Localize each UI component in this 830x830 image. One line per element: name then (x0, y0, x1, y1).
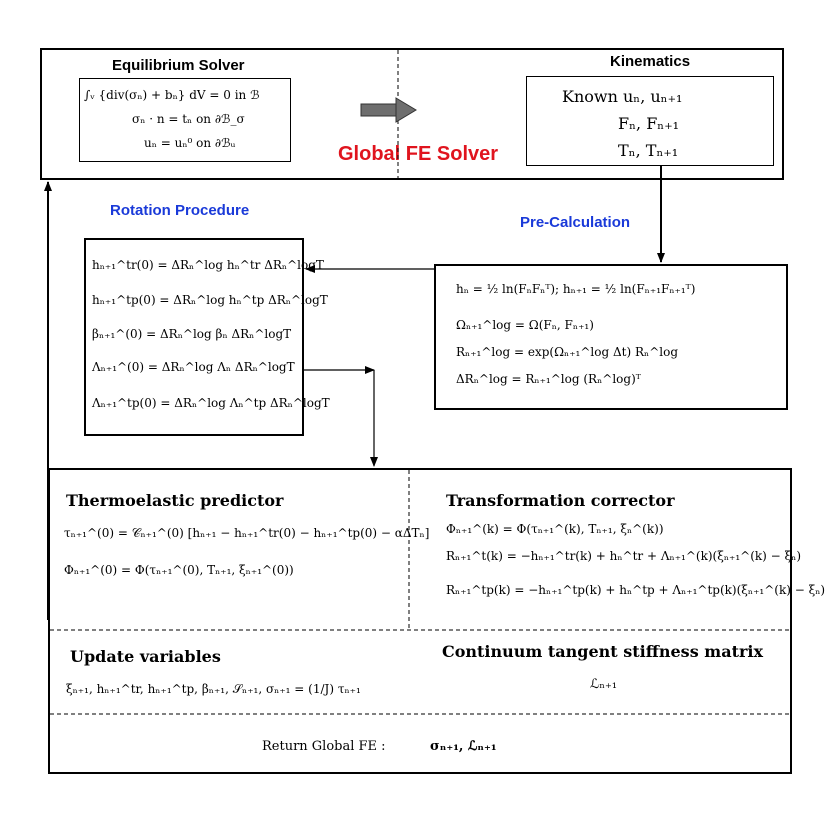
precalc-eq-3: Rₙ₊₁^log = exp(Ωₙ₊₁^log Δt) Rₙ^log (456, 345, 678, 359)
rotation-eq-4: Λₙ₊₁^(0) = ΔRₙ^log Λₙ ΔRₙ^logT (92, 360, 295, 374)
update-variables-eq: ξₙ₊₁, hₙ₊₁^tr, hₙ₊₁^tp, βₙ₊₁, 𝒮ₙ₊₁, σₙ₊₁… (66, 682, 361, 696)
thermoelastic-predictor-title: Thermoelastic predictor (66, 491, 284, 510)
equilibrium-title: Equilibrium Solver (112, 57, 245, 74)
rotation-eq-2: hₙ₊₁^tp(0) = ΔRₙ^log hₙ^tp ΔRₙ^logT (92, 293, 328, 307)
predictor-eq-2: Φₙ₊₁^(0) = Φ(τₙ₊₁^(0), Tₙ₊₁, ξₙ₊₁^(0)) (64, 563, 294, 577)
corrector-eq-2: Rₙ₊₁^t(k) = −hₙ₊₁^tr(k) + hₙ^tr + Λₙ₊₁^(… (446, 549, 802, 563)
kinematics-line-2: Fₙ, Fₙ₊₁ (618, 114, 680, 133)
rotation-procedure-box (84, 238, 304, 436)
pre-calculation-box (434, 264, 788, 410)
pre-calculation-label: Pre-Calculation (520, 214, 631, 231)
precalc-eq-1: hₙ = ½ ln(FₙFₙᵀ); hₙ₊₁ = ½ ln(Fₙ₊₁Fₙ₊₁ᵀ) (456, 282, 696, 296)
tangent-stiffness-eq: ℒₙ₊₁ (590, 677, 618, 692)
return-global-fe-label: Return Global FE : (262, 739, 386, 754)
rotation-eq-5: Λₙ₊₁^tp(0) = ΔRₙ^log Λₙ^tp ΔRₙ^logT (92, 396, 330, 410)
equilibrium-eq-3: uₙ = uₙ⁰ on ∂ℬᵤ (144, 136, 236, 150)
rotation-eq-3: βₙ₊₁^(0) = ΔRₙ^log βₙ ΔRₙ^logT (92, 327, 292, 341)
corrector-eq-1: Φₙ₊₁^(k) = Φ(τₙ₊₁^(k), Tₙ₊₁, ξₙ^(k)) (446, 522, 664, 536)
rotation-procedure-label: Rotation Procedure (110, 202, 250, 219)
precalc-eq-2: Ωₙ₊₁^log = Ω(Fₙ, Fₙ₊₁) (456, 318, 594, 332)
block-arrow-icon (360, 97, 417, 123)
kinematics-line-1: Known uₙ, uₙ₊₁ (562, 87, 683, 106)
equilibrium-eq-1: ∫ᵥ {div(σₙ) + bₙ} dV = 0 in ℬ (84, 88, 260, 102)
equilibrium-box (79, 78, 291, 162)
return-global-fe-values: σₙ₊₁, ℒₙ₊₁ (430, 739, 497, 754)
predictor-eq-1: τₙ₊₁^(0) = 𝒞ₙ₊₁^(0) [hₙ₊₁ − hₙ₊₁^tr(0) −… (64, 526, 430, 540)
corrector-eq-3: Rₙ₊₁^tp(k) = −hₙ₊₁^tp(k) + hₙ^tp + Λₙ₊₁^… (446, 583, 826, 597)
equilibrium-eq-2: σₙ · n = tₙ on ∂ℬ_σ (132, 112, 245, 126)
tangent-stiffness-title: Continuum tangent stiffness matrix (442, 642, 763, 661)
precalc-eq-4: ΔRₙ^log = Rₙ₊₁^log (Rₙ^log)ᵀ (456, 372, 641, 386)
kinematics-box (526, 76, 774, 166)
kinematics-line-3: Tₙ, Tₙ₊₁ (618, 141, 679, 160)
kinematics-title: Kinematics (610, 53, 691, 70)
global-fe-solver-label: Global FE Solver (338, 143, 499, 165)
rotation-eq-1: hₙ₊₁^tr(0) = ΔRₙ^log hₙ^tr ΔRₙ^logT (92, 258, 324, 272)
transformation-corrector-title: Transformation corrector (446, 491, 675, 510)
local-solver-box (48, 468, 792, 774)
update-variables-title: Update variables (70, 647, 221, 666)
